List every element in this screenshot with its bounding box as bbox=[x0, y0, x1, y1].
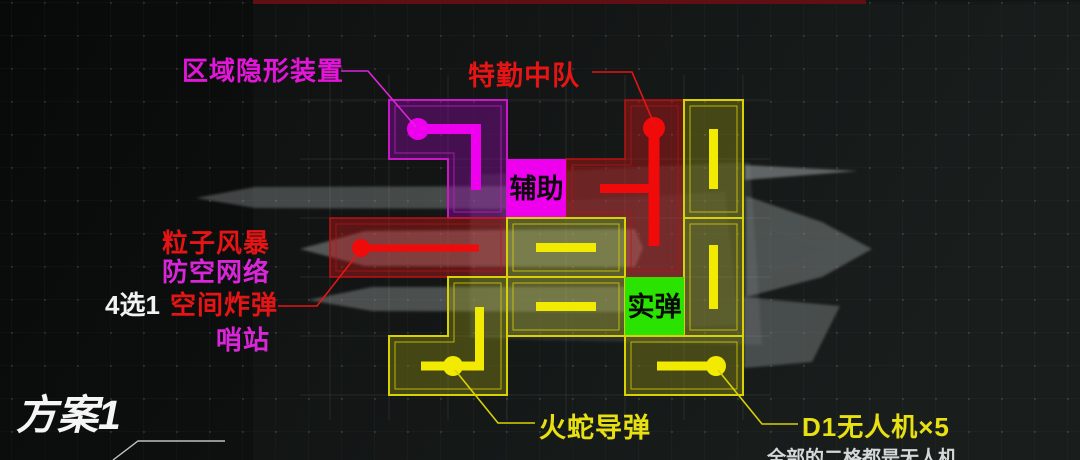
piece-weapon-selector[interactable] bbox=[329, 217, 508, 278]
ship-part bbox=[745, 165, 858, 180]
slot-auxiliary-label: 辅助 bbox=[510, 174, 564, 204]
leader-squad bbox=[592, 71, 656, 127]
plan-title: 方案1 bbox=[16, 392, 121, 438]
piece-fire-snake-missile[interactable] bbox=[388, 276, 508, 396]
slot-live-ammo[interactable]: 实弹 bbox=[625, 277, 684, 336]
label-option-particle-storm: 粒子风暴 bbox=[162, 228, 270, 258]
piece-drone-right[interactable] bbox=[683, 217, 744, 337]
slot-live-ammo-label: 实弹 bbox=[628, 291, 682, 322]
piece-drone-top-right[interactable] bbox=[683, 99, 744, 219]
label-squad: 特勤中队 bbox=[468, 61, 580, 91]
label-stealth: 区域隐形装置 bbox=[182, 56, 344, 86]
piece-area-stealth-device[interactable] bbox=[388, 99, 508, 219]
squad-anchor-dot bbox=[643, 117, 665, 139]
piece-drone-bottom-right[interactable] bbox=[624, 335, 744, 396]
stealth-shape-glyph bbox=[418, 124, 481, 190]
label-option-space-bomb: 空间炸弹 bbox=[170, 290, 278, 320]
piece-drone-mid-lower[interactable] bbox=[506, 276, 626, 337]
label-fire-missile: 火蛇导弹 bbox=[539, 412, 651, 443]
weapon-anchor-dot bbox=[352, 239, 370, 257]
ship-part bbox=[744, 297, 840, 368]
label-option-outpost: 哨站 bbox=[216, 325, 270, 355]
ship-part bbox=[770, 230, 832, 270]
ship-part bbox=[196, 186, 548, 209]
plan-divider-line bbox=[112, 440, 225, 460]
leader-weapon-selector bbox=[278, 250, 361, 307]
leader-drone bbox=[717, 369, 798, 425]
slot-auxiliary[interactable]: 辅助 bbox=[507, 159, 566, 218]
label-drone: D1无人机×5 bbox=[802, 412, 950, 442]
piece-drone-mid-upper[interactable] bbox=[506, 217, 626, 278]
top-red-strip bbox=[253, 0, 866, 4]
leader-stealth bbox=[341, 70, 417, 128]
label-option-air-defense: 防空网络 bbox=[162, 257, 270, 287]
mode-label: PVE bbox=[140, 451, 230, 460]
drone-anchor-dot bbox=[706, 356, 726, 376]
piece-special-squadron[interactable] bbox=[565, 99, 685, 278]
label-footnote: 全部的二格都是无人机 bbox=[766, 446, 957, 460]
label-selector-4of1: 4选1 bbox=[105, 290, 160, 320]
missile-shape-glyph bbox=[421, 307, 484, 371]
leader-fire-missile bbox=[454, 369, 535, 424]
missile-anchor-dot bbox=[443, 356, 463, 376]
